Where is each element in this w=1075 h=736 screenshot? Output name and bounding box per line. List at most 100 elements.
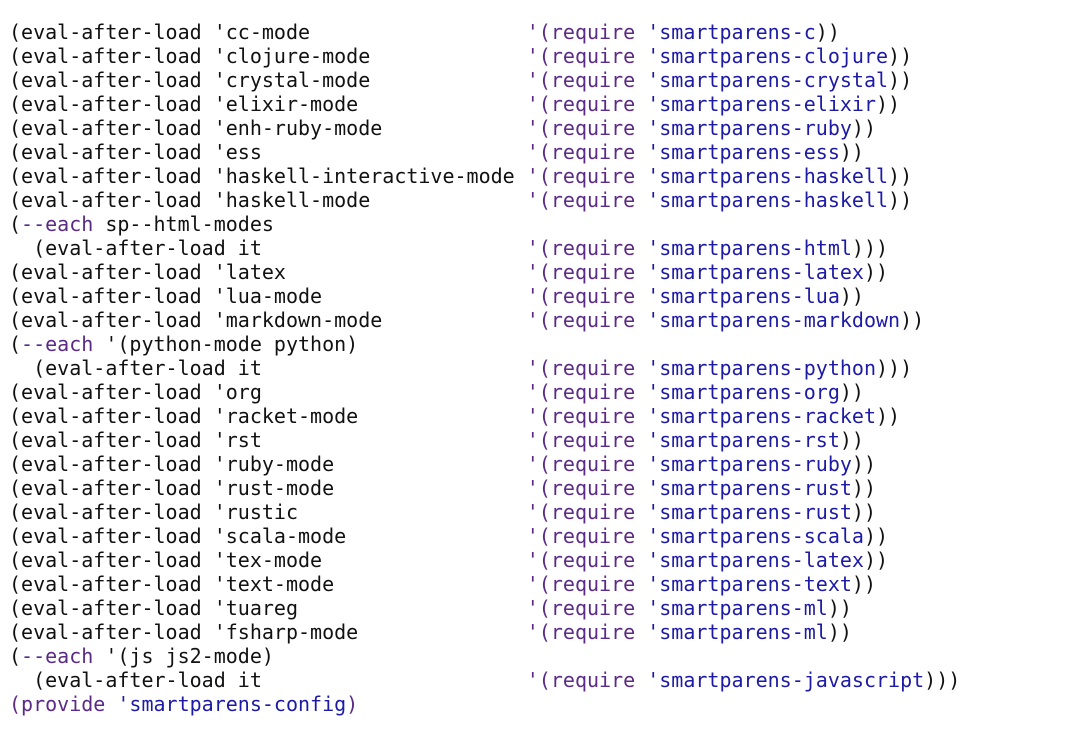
code-token <box>635 428 647 452</box>
code-token: 'smartparens-text <box>647 572 852 596</box>
code-token: 'smartparens-crystal <box>647 68 889 92</box>
code-token <box>635 596 647 620</box>
code-token: 'smartparens-org <box>647 380 840 404</box>
code-line: (eval-after-load 'rust-mode '(require 's… <box>9 476 1075 500</box>
code-token: (eval-after-load 'elixir-mode <box>9 92 527 116</box>
code-token: )) <box>839 284 864 308</box>
code-token: require <box>550 236 636 260</box>
code-token: '( <box>526 620 551 644</box>
code-token: provide <box>21 692 106 716</box>
code-token: require <box>550 116 636 140</box>
code-token: '( <box>526 500 551 524</box>
code-line: (eval-after-load 'rst '(require 'smartpa… <box>9 428 1075 452</box>
code-token: require <box>550 572 636 596</box>
code-token: '( <box>526 668 551 692</box>
code-token: ( <box>9 644 22 668</box>
code-token: ( <box>9 212 22 236</box>
code-token: )) <box>888 44 913 68</box>
code-token: '( <box>526 404 551 428</box>
code-token: (eval-after-load 'haskell-interactive-mo… <box>9 164 527 188</box>
code-token: )) <box>851 476 876 500</box>
code-token: (eval-after-load 'enh-ruby-mode <box>9 116 527 140</box>
code-token <box>635 620 647 644</box>
code-token: '( <box>526 44 551 68</box>
code-token: (eval-after-load 'tuareg <box>9 596 527 620</box>
code-token: 'smartparens-ruby <box>647 116 852 140</box>
code-line: (--each '(js js2-mode) <box>9 644 1075 668</box>
code-token: (eval-after-load 'org <box>9 380 527 404</box>
code-token: 'smartparens-ruby <box>647 452 852 476</box>
code-line: (eval-after-load it '(require 'smartpare… <box>9 356 1075 380</box>
code-token: (eval-after-load 'crystal-mode <box>9 68 527 92</box>
code-token: 'smartparens-c <box>647 20 816 44</box>
code-token <box>635 524 647 548</box>
code-token: '( <box>526 20 551 44</box>
code-token: 'smartparens-clojure <box>647 44 889 68</box>
code-token: (eval-after-load 'markdown-mode <box>9 308 527 332</box>
code-token: (eval-after-load 'latex <box>9 260 527 284</box>
code-token <box>635 380 647 404</box>
code-token: '( <box>526 284 551 308</box>
code-token: 'smartparens-latex <box>647 548 864 572</box>
code-token: )) <box>851 572 876 596</box>
code-token: '( <box>526 260 551 284</box>
code-token <box>635 356 647 380</box>
code-token: (eval-after-load 'rustic <box>9 500 527 524</box>
code-token: )) <box>888 164 913 188</box>
code-token <box>635 140 647 164</box>
code-token: require <box>550 620 636 644</box>
code-token: '( <box>526 596 551 620</box>
code-token: require <box>550 356 636 380</box>
code-line: (provide 'smartparens-config) <box>9 692 1075 716</box>
code-token: 'smartparens-html <box>647 236 852 260</box>
code-token: (eval-after-load 'racket-mode <box>9 404 527 428</box>
code-token: (eval-after-load 'lua-mode <box>9 284 527 308</box>
code-line: (eval-after-load 'lua-mode '(require 'sm… <box>9 284 1075 308</box>
code-token <box>635 452 647 476</box>
code-token: require <box>550 404 636 428</box>
code-token: ( <box>9 692 22 716</box>
code-token: require <box>550 188 636 212</box>
code-token: )) <box>851 116 876 140</box>
code-token: require <box>550 284 636 308</box>
code-token: )) <box>863 260 889 284</box>
code-token <box>635 116 647 140</box>
code-token: require <box>550 164 636 188</box>
code-token <box>635 188 647 212</box>
code-token: (eval-after-load 'tex-mode <box>9 548 527 572</box>
code-token: )) <box>888 68 913 92</box>
code-token: (eval-after-load 'fsharp-mode <box>9 620 527 644</box>
code-token: 'smartparens-latex <box>647 260 864 284</box>
code-token: require <box>550 308 636 332</box>
code-token: 'smartparens-ess <box>647 140 840 164</box>
code-line: (eval-after-load 'fsharp-mode '(require … <box>9 620 1075 644</box>
code-token: sp--html-modes <box>93 212 274 236</box>
code-line: (eval-after-load 'racket-mode '(require … <box>9 404 1075 428</box>
code-token <box>635 572 647 596</box>
code-token: '( <box>526 452 551 476</box>
code-token: --each <box>21 332 94 356</box>
code-token: --each <box>21 212 94 236</box>
code-token: (eval-after-load 'ruby-mode <box>9 452 527 476</box>
code-line: (eval-after-load 'crystal-mode '(require… <box>9 68 1075 92</box>
code-token: require <box>550 500 636 524</box>
code-token: (eval-after-load 'cc-mode <box>9 20 527 44</box>
code-line: (eval-after-load 'ess '(require 'smartpa… <box>9 140 1075 164</box>
code-line: (eval-after-load 'markdown-mode '(requir… <box>9 308 1075 332</box>
code-token: )) <box>827 596 852 620</box>
code-token: (eval-after-load 'scala-mode <box>9 524 527 548</box>
code-token: require <box>550 140 636 164</box>
code-token: require <box>550 476 636 500</box>
code-token: '( <box>526 308 551 332</box>
code-token: require <box>550 20 636 44</box>
code-token: '( <box>526 92 551 116</box>
code-token: require <box>550 92 636 116</box>
code-token <box>635 20 647 44</box>
code-token: (eval-after-load 'text-mode <box>9 572 527 596</box>
code-line: (eval-after-load 'text-mode '(require 's… <box>9 572 1075 596</box>
code-token: '( <box>526 524 551 548</box>
code-line: (eval-after-load 'cc-mode '(require 'sma… <box>9 20 1075 44</box>
code-line: (eval-after-load it '(require 'smartpare… <box>9 236 1075 260</box>
code-line: (eval-after-load 'clojure-mode '(require… <box>9 44 1075 68</box>
